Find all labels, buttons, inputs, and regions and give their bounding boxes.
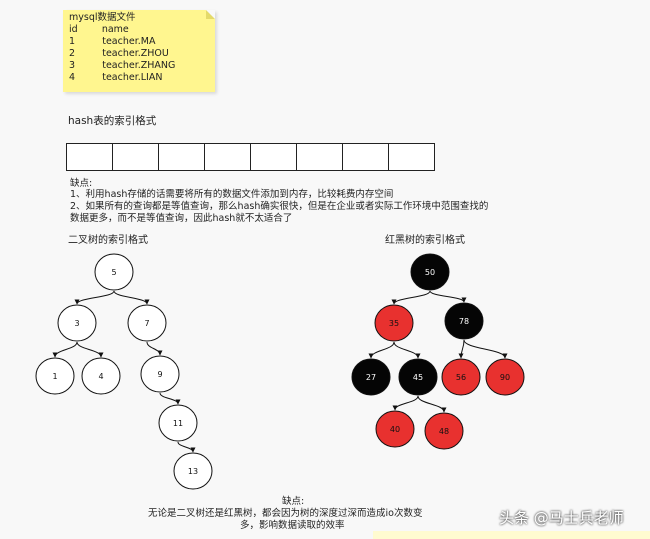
hash-cell: [158, 143, 205, 171]
tree-edge: [391, 290, 431, 305]
conclusion-line: 多，影响数据读取的效率: [240, 520, 345, 531]
tree-node-label: 11: [173, 419, 183, 428]
tree-node: 48: [424, 412, 464, 450]
tree-node: 78: [444, 302, 484, 340]
tree-node: 50: [410, 253, 450, 291]
hash-cell: [112, 143, 159, 171]
tree-edge: [458, 339, 465, 359]
hash-cell: [250, 143, 297, 171]
tree-node-label: 45: [413, 373, 423, 382]
tree-node-label: 40: [390, 425, 400, 434]
hash-cell: [388, 143, 435, 171]
note-fold: [206, 10, 215, 19]
tree-node: 3: [57, 304, 97, 342]
note-line: 3 teacher.ZHANG: [69, 60, 176, 71]
tree-edge: [393, 341, 421, 359]
tree-node: 1: [35, 357, 75, 395]
note-line: 1 teacher.MA: [69, 36, 156, 47]
tree-node-label: 4: [98, 372, 103, 381]
watermark: 头条 @马士兵老师: [499, 509, 624, 527]
tree-node-label: 13: [188, 467, 198, 476]
tree-node: 4: [81, 357, 121, 395]
tree-node: 11: [158, 404, 198, 442]
drawback-line: 1、利用hash存储的话需要将所有的数据文件添加到内存，比较耗费内存空间: [70, 189, 394, 200]
tree-node-label: 78: [459, 317, 469, 326]
tree-edge: [113, 290, 150, 305]
tree-edge: [392, 395, 419, 411]
footer-highlight: [373, 531, 650, 539]
hash-cell: [296, 143, 343, 171]
tree-edge: [52, 341, 78, 358]
tree-edge: [429, 290, 467, 303]
drawback-line: 2、如果所有的查询都是等值查询，那么hash确实很快，但是在企业或者实际工作环境…: [70, 201, 489, 212]
tree-node: 40: [375, 410, 415, 448]
tree-node-label: 9: [157, 370, 162, 379]
note-line: 4 teacher.LIAN: [69, 72, 163, 83]
tree-edge: [159, 392, 181, 405]
conclusion-line: 无论是二叉树还是红黑树，都会因为树的深度过深而造成io次数变: [148, 508, 423, 519]
tree-node: 7: [127, 304, 167, 342]
tree-edge: [417, 395, 447, 413]
tree-node: 13: [173, 452, 213, 490]
hash-cell: [204, 143, 251, 171]
tree-edge: [74, 290, 115, 305]
tree-node-label: 35: [389, 319, 399, 328]
tree-node: 5: [94, 253, 134, 291]
tree-node-label: 27: [366, 373, 376, 382]
tree-node: 90: [485, 358, 525, 396]
tree-node-label: 5: [111, 268, 116, 277]
tree-edge: [76, 341, 104, 358]
tree-node: 35: [374, 304, 414, 342]
tree-node-label: 1: [52, 372, 57, 381]
note-line: 2 teacher.ZHOU: [69, 48, 169, 59]
tree-node-label: 7: [144, 319, 149, 328]
drawback-line: 缺点:: [70, 178, 93, 189]
rb-tree-title: 红黑树的索引格式: [385, 235, 465, 246]
tree-edge: [146, 341, 163, 356]
tree-node: 45: [398, 358, 438, 396]
tree-node: 27: [351, 358, 391, 396]
tree-node-label: 48: [439, 427, 449, 436]
tree-edge: [177, 441, 196, 453]
tree-node-label: 3: [74, 319, 79, 328]
note-line: id name: [69, 24, 129, 35]
tree-node-label: 90: [500, 373, 510, 382]
tree-node-label: 56: [456, 373, 466, 382]
hash-cell: [342, 143, 389, 171]
hash-table: [66, 143, 435, 171]
tree-node-label: 50: [425, 268, 435, 277]
binary-tree-title: 二叉树的索引格式: [68, 235, 148, 246]
sticky-note: mysql数据文件 id name 1 teacher.MA 2 teacher…: [63, 10, 215, 92]
tree-node: 9: [140, 355, 180, 393]
tree-edge: [463, 339, 508, 359]
note-line: mysql数据文件: [69, 12, 136, 23]
drawback-line: 数据更多，而不是等值查询，因此hash就不太适合了: [70, 213, 293, 224]
hash-title: hash表的索引格式: [68, 115, 157, 127]
tree-node: 56: [441, 358, 481, 396]
tree-edge: [368, 341, 395, 359]
conclusion-line: 缺点:: [282, 496, 305, 507]
